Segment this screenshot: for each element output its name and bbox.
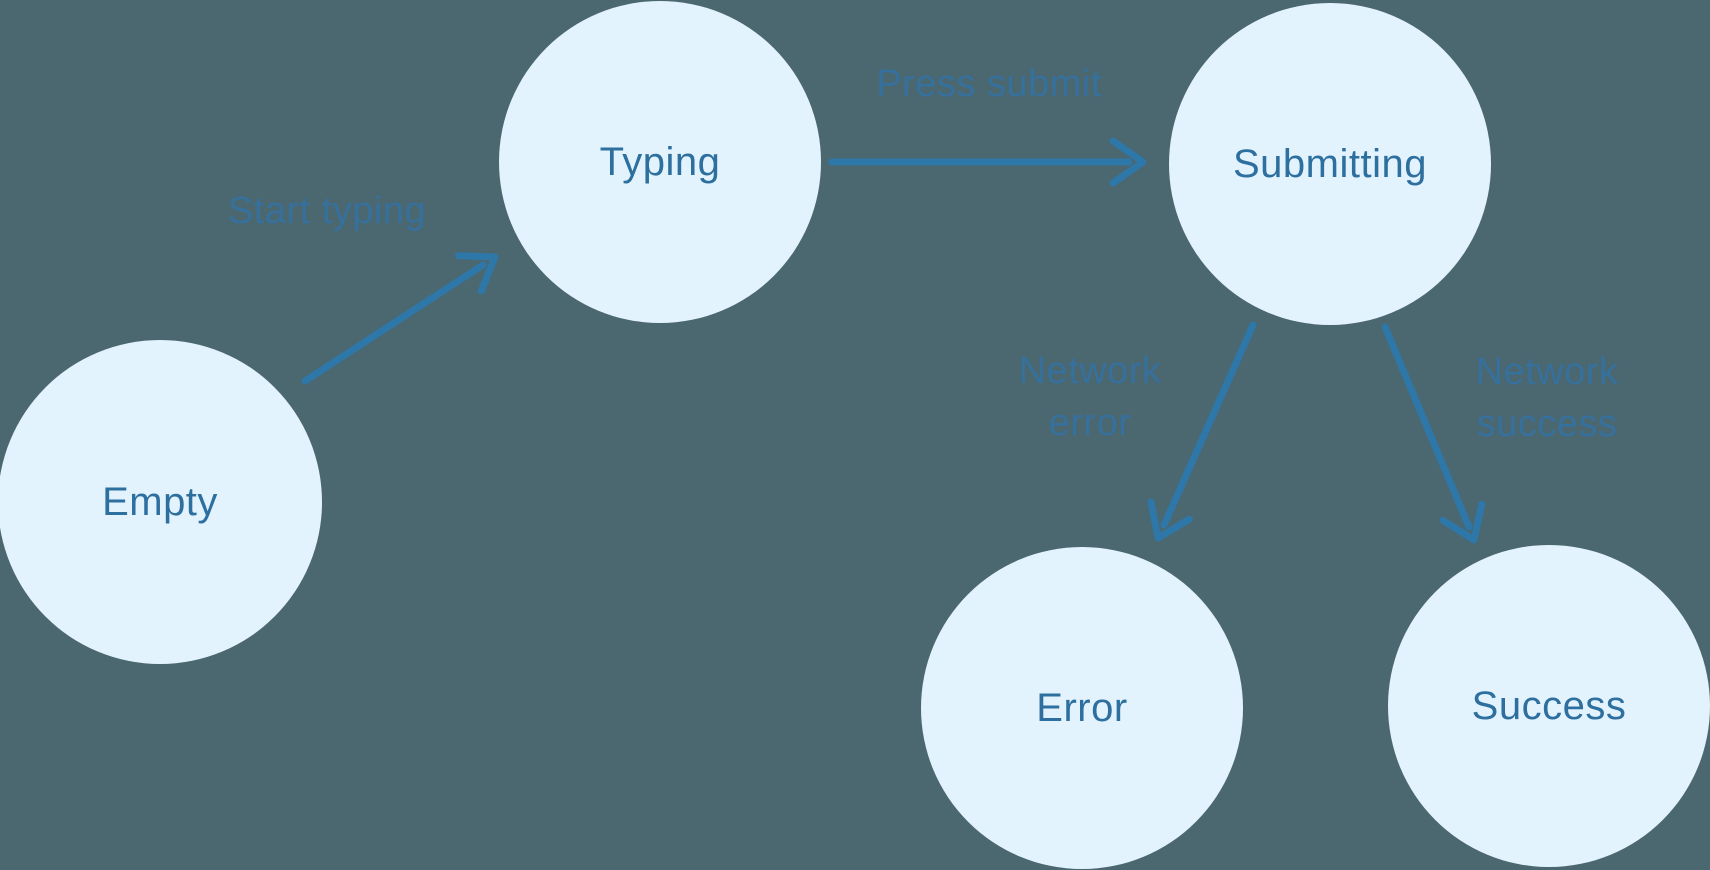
- state-node-submitting: Submitting: [1169, 3, 1491, 325]
- state-label-success: Success: [1471, 683, 1627, 728]
- state-label-error: Error: [1036, 685, 1128, 730]
- arrowhead-icon: [454, 252, 499, 295]
- state-label-empty: Empty: [102, 479, 218, 524]
- transition-label-press-submit: Press submit: [876, 63, 1102, 105]
- transition-label-network-success: Network success: [1475, 351, 1619, 445]
- transition-label-start-typing: Start typing: [227, 190, 427, 232]
- state-label-submitting: Submitting: [1233, 141, 1427, 186]
- state-node-typing: Typing: [499, 1, 821, 323]
- state-node-success: Success: [1388, 545, 1710, 867]
- transition-label-network-error: Network error: [1018, 350, 1162, 444]
- state-node-error: Error: [921, 547, 1243, 869]
- arrowhead-icon: [1439, 500, 1486, 544]
- arrowhead-icon: [1147, 498, 1193, 542]
- state-node-empty: Empty: [0, 340, 322, 664]
- arrowhead-icon: [1109, 137, 1147, 187]
- transition-arrow-start-typing: [301, 252, 499, 385]
- transition-arrow-press-submit: [828, 137, 1147, 187]
- transition-arrow-network-error: [1147, 321, 1257, 542]
- transition-arrow-network-success: [1381, 323, 1486, 544]
- state-label-typing: Typing: [599, 139, 721, 184]
